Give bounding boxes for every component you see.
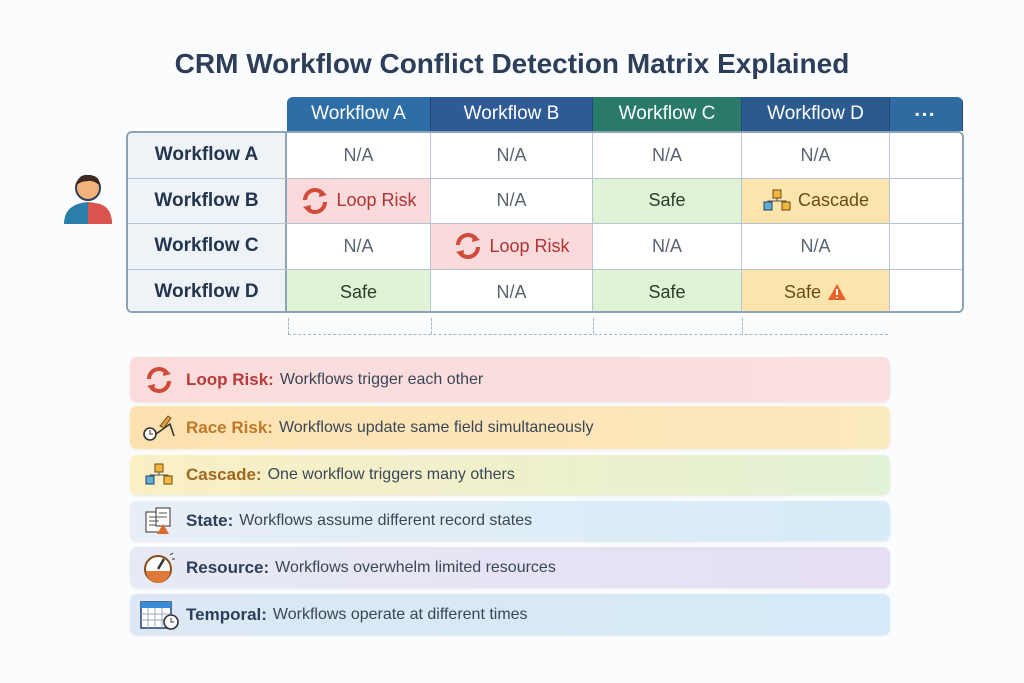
matrix-cell[interactable]: N/A [431, 269, 593, 311]
legend-description: Workflows trigger each other [279, 370, 484, 388]
matrix-cell[interactable]: Safe [287, 269, 431, 311]
matrix-cell[interactable]: N/A [742, 224, 890, 269]
matrix-cell-empty [890, 224, 959, 269]
cell-value: Safe [783, 281, 822, 302]
cascade-icon [763, 189, 791, 211]
legend-item: Race Risk: Workflows update same field si… [130, 406, 890, 449]
cell-value: N/A [651, 235, 682, 256]
matrix-row: Workflow C N/A Loop Risk N/A N/A [128, 224, 962, 270]
cell-value: N/A [496, 190, 527, 211]
loop-icon [303, 187, 328, 214]
cell-value: N/A [800, 235, 831, 256]
cell-value: Loop Risk [336, 190, 417, 211]
legend-item: Resource: Workflows overwhelm limited res… [130, 547, 890, 588]
legend-description: One workflow triggers many others [267, 466, 515, 483]
matrix-cell-empty [890, 270, 959, 312]
legend-term: Loop Risk: [186, 369, 274, 389]
matrix-cell[interactable]: N/A [431, 178, 593, 223]
matrix-row: Workflow D Safe N/A Safe Safe [128, 269, 962, 312]
cell-value: Safe [339, 281, 378, 302]
matrix-cell[interactable]: N/A [287, 133, 431, 178]
legend-description: Workflows update same field simultaneous… [278, 418, 594, 436]
document-warning-icon [138, 504, 180, 538]
legend-item: Temporal: Workflows operate at different … [130, 594, 890, 635]
cell-value: Safe [648, 281, 686, 302]
legend-term: Temporal: [186, 604, 267, 624]
row-header: Workflow C [128, 224, 287, 269]
column-header: Workflow D [742, 97, 890, 131]
legend-description: Workflows assume different record states [239, 512, 533, 529]
user-avatar-icon [64, 174, 112, 224]
loop-icon [138, 363, 180, 397]
row-header: Workflow A [128, 133, 287, 178]
page-title: CRM Workflow Conflict Detection Matrix E… [174, 48, 850, 79]
matrix-cell[interactable]: N/A [742, 133, 890, 178]
legend-term: Race Risk: [186, 417, 273, 437]
matrix-cell[interactable]: N/A [593, 133, 742, 178]
legend-item: Loop Risk: Workflows trigger each other [130, 357, 890, 402]
matrix-cell[interactable]: Cascade [742, 178, 890, 223]
cascade-icon [138, 458, 180, 492]
matrix-cell[interactable]: Loop Risk [287, 178, 431, 223]
cell-value: N/A [496, 281, 527, 302]
matrix-cell[interactable]: N/A [593, 224, 742, 269]
cell-value: N/A [800, 144, 831, 165]
loop-icon [456, 233, 481, 260]
legend-term: State: [186, 511, 234, 530]
legend-term: Cascade: [186, 465, 262, 484]
row-header: Workflow B [128, 178, 287, 223]
calendar-clock-icon [138, 598, 180, 632]
matrix-cell[interactable]: Safe [593, 269, 742, 311]
cell-value: Loop Risk [489, 235, 570, 256]
row-header: Workflow D [128, 269, 287, 311]
column-header: Workflow B [431, 97, 593, 131]
cell-value: N/A [496, 144, 527, 165]
matrix-row: Workflow B Loop Risk N/A Safe Cascade [128, 178, 962, 224]
legend-description: Workflows operate at different times [272, 605, 528, 623]
column-header: Workflow A [287, 97, 431, 131]
warning-icon [828, 284, 847, 301]
matrix-cell[interactable]: N/A [287, 224, 431, 269]
matrix-cell[interactable]: N/A [431, 133, 593, 178]
matrix-column-headers: Workflow A Workflow B Workflow C Workflo… [287, 97, 963, 131]
cell-value: Safe [648, 190, 686, 211]
matrix-cell[interactable]: Safe [593, 178, 742, 223]
matrix-cell[interactable]: Safe [742, 269, 890, 311]
cell-value: N/A [343, 235, 374, 256]
legend-term: Resource: [186, 557, 270, 577]
matrix-cell[interactable]: Loop Risk [431, 224, 593, 269]
matrix-cell-empty [890, 133, 959, 178]
matrix-row: Workflow A N/A N/A N/A N/A [128, 133, 962, 179]
more-columns-icon[interactable]: ▪▪▪ [890, 97, 963, 131]
cell-value: N/A [651, 144, 682, 165]
column-header: Workflow C [593, 97, 742, 131]
matrix-cell-empty [890, 179, 959, 224]
cell-value: Cascade [797, 190, 870, 211]
legend-description: Workflows overwhelm limited resources [275, 558, 556, 576]
legend-item: State: Workflows assume different record … [130, 501, 890, 541]
cell-value: N/A [343, 144, 374, 165]
conflict-matrix: Workflow A N/A N/A N/A N/A Workflow B Loop Ris… [126, 131, 964, 313]
gauge-icon [138, 551, 180, 585]
legend-item: Cascade: One workflow triggers many other… [130, 455, 890, 495]
race-icon [138, 411, 180, 445]
